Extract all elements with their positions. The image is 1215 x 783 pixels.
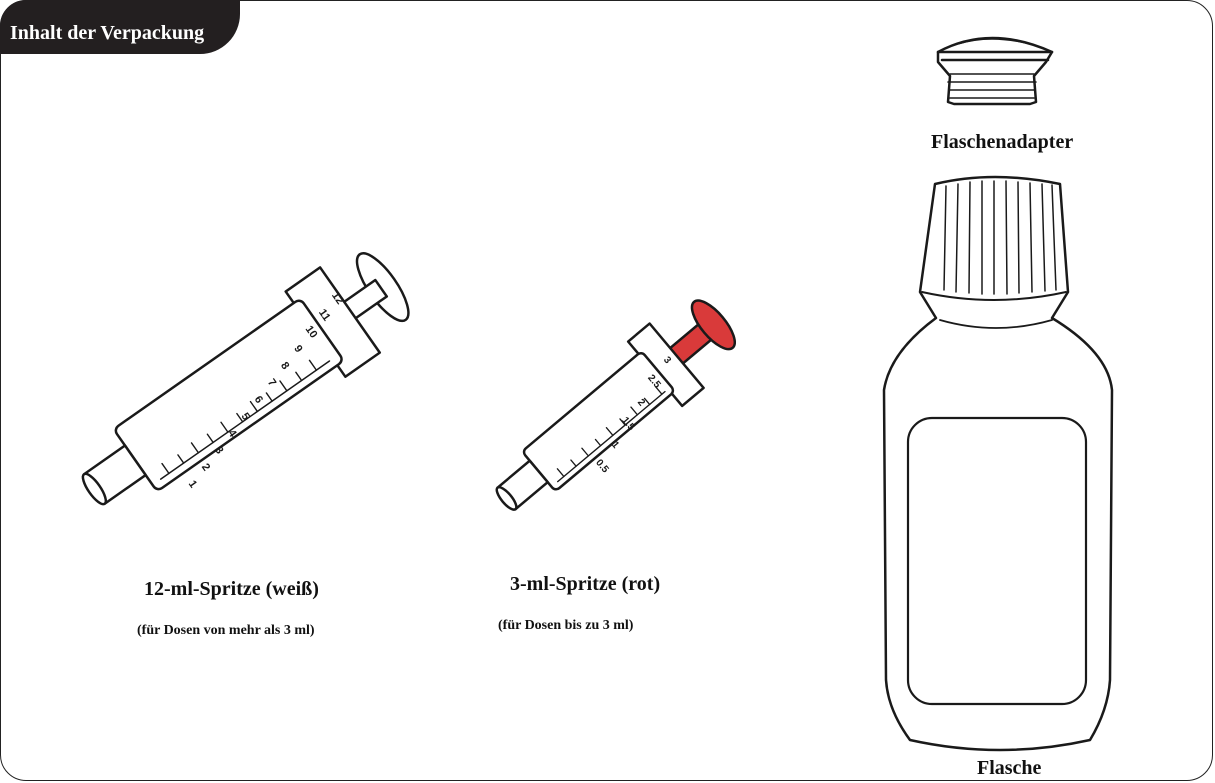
syringe-12ml-label: 12-ml-Spritze (weiß) bbox=[144, 578, 319, 601]
syringe-12ml-note: (für Dosen von mehr als 3 ml) bbox=[137, 623, 315, 639]
syringe-3ml-illustration bbox=[476, 285, 750, 534]
syringe-3ml-note: (für Dosen bis zu 3 ml) bbox=[498, 618, 633, 634]
adapter-label: Flaschenadapter bbox=[931, 131, 1073, 154]
syringe-12ml-illustration bbox=[60, 236, 424, 535]
syringe-3ml-scale-label: 0.5 bbox=[593, 458, 611, 476]
bottle-adapter-illustration bbox=[938, 38, 1052, 104]
bottle-label: Flasche bbox=[977, 757, 1041, 780]
syringe-3ml-label: 3-ml-Spritze (rot) bbox=[510, 573, 660, 596]
syringe-12ml-scale-label: 1 bbox=[186, 478, 199, 490]
syringe-12ml-scale-label: 2 bbox=[199, 461, 212, 473]
bottle-illustration bbox=[884, 177, 1112, 750]
